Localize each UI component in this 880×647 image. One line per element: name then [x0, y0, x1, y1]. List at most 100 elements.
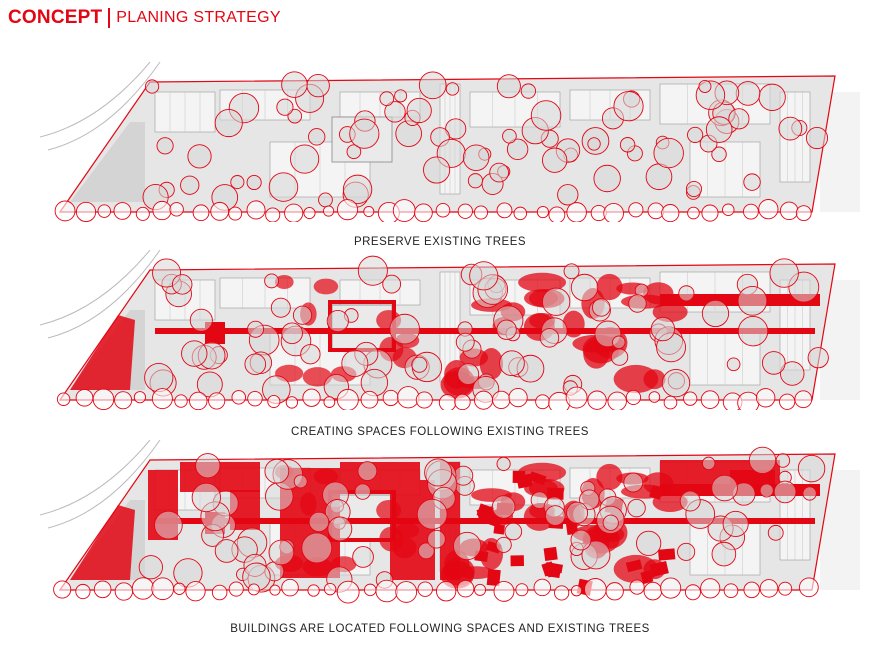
boundary-tree: [513, 206, 528, 221]
existing-tree: [187, 144, 212, 169]
boundary-tree: [701, 204, 719, 222]
boundary-tree: [75, 201, 97, 222]
boundary-tree: [152, 200, 172, 221]
existing-tree: [650, 316, 676, 342]
boundary-tree: [515, 583, 529, 597]
existing-tree: [246, 174, 262, 191]
access-road: [40, 250, 151, 326]
pavilion-building: [649, 485, 664, 500]
existing-tree: [743, 173, 761, 191]
boundary-tree: [625, 389, 642, 406]
organic-space: [458, 566, 495, 579]
organic-space: [313, 278, 339, 295]
existing-tree: [602, 514, 619, 531]
boundary-tree: [722, 203, 735, 216]
boundary-tree: [603, 203, 624, 222]
boundary-tree: [114, 391, 133, 410]
boundary-tree: [281, 578, 299, 597]
boundary-tree: [415, 391, 433, 409]
boundary-tree: [474, 390, 494, 410]
boundary-tree: [536, 206, 549, 219]
boundary-tree: [417, 581, 433, 597]
existing-tree: [499, 350, 525, 377]
existing-tree: [352, 546, 374, 568]
pavilion-building: [543, 546, 558, 561]
boundary-tree: [265, 207, 281, 222]
pavilion-building: [528, 471, 547, 486]
boundary-tree: [323, 205, 335, 217]
boundary-tree: [778, 581, 793, 596]
access-road: [47, 62, 161, 151]
boundary-tree: [228, 581, 244, 597]
existing-tree: [318, 192, 333, 208]
boundary-tree: [661, 204, 680, 222]
existing-tree: [805, 126, 829, 150]
existing-tree: [445, 82, 460, 96]
boundary-tree: [363, 583, 377, 597]
boundary-tree: [192, 204, 210, 222]
existing-tree: [541, 287, 571, 316]
boundary-tree: [269, 584, 281, 596]
caption-creating-spaces: CREATING SPACES FOLLOWING EXISTING TREES: [291, 426, 589, 438]
existing-tree: [491, 495, 516, 519]
page-header: CONCEPT PLANING STRATEGY: [8, 4, 281, 32]
existing-tree: [360, 368, 389, 397]
boundary-tree: [395, 581, 418, 603]
existing-tree: [290, 144, 320, 174]
existing-tree: [418, 71, 447, 100]
boundary-tree: [492, 390, 511, 410]
boundary-tree: [663, 395, 678, 410]
boundary-tree: [700, 390, 720, 409]
existing-tree: [506, 138, 529, 161]
existing-tree: [685, 180, 703, 197]
site-plan-svg-2: [40, 250, 860, 410]
boundary-tree: [723, 583, 739, 599]
existing-tree: [520, 83, 537, 99]
existing-tree: [495, 536, 512, 553]
existing-tree: [144, 362, 174, 393]
boundary-tree: [743, 581, 760, 599]
boundary-tree: [323, 582, 337, 596]
pavilion-building: [625, 559, 643, 573]
boundary-tree: [533, 578, 551, 597]
existing-tree: [189, 308, 213, 332]
existing-tree: [775, 453, 791, 468]
organic-space: [562, 310, 585, 338]
boundary-tree: [173, 582, 186, 595]
existing-tree: [711, 541, 737, 567]
boundary-tree: [643, 581, 663, 601]
boundary-tree: [169, 202, 184, 217]
existing-tree: [701, 456, 716, 471]
organic-space: [596, 273, 623, 301]
existing-tree: [411, 356, 428, 373]
boundary-tree: [231, 390, 246, 405]
existing-tree: [144, 79, 160, 94]
caption-preserve-trees: PRESERVE EXISTING TREES: [353, 236, 527, 248]
existing-tree: [191, 482, 222, 513]
boundary-tree: [794, 390, 813, 409]
existing-tree: [214, 108, 243, 138]
boundary-tree: [607, 391, 627, 410]
boundary-tree: [285, 396, 299, 409]
boundary-tree: [75, 388, 94, 407]
existing-tree: [264, 458, 290, 484]
existing-tree: [445, 118, 467, 140]
existing-tree: [496, 456, 511, 471]
existing-tree: [156, 137, 174, 155]
boundary-tree: [795, 205, 812, 222]
existing-tree: [797, 454, 826, 483]
existing-tree: [424, 458, 453, 487]
boundary-tree: [392, 199, 416, 222]
existing-tree: [462, 144, 490, 171]
existing-tree: [270, 297, 291, 318]
site-plan-svg-1: [40, 62, 860, 222]
boundary-tree: [474, 583, 487, 596]
boundary-tree: [211, 584, 228, 601]
site-plan-preserve-trees: [40, 62, 870, 222]
existing-tree: [301, 532, 333, 564]
existing-tree: [587, 137, 601, 151]
proposed-building: [390, 490, 420, 580]
boundary-tree: [247, 390, 263, 407]
boundary-tree: [587, 390, 607, 410]
header-divider: [108, 8, 111, 28]
